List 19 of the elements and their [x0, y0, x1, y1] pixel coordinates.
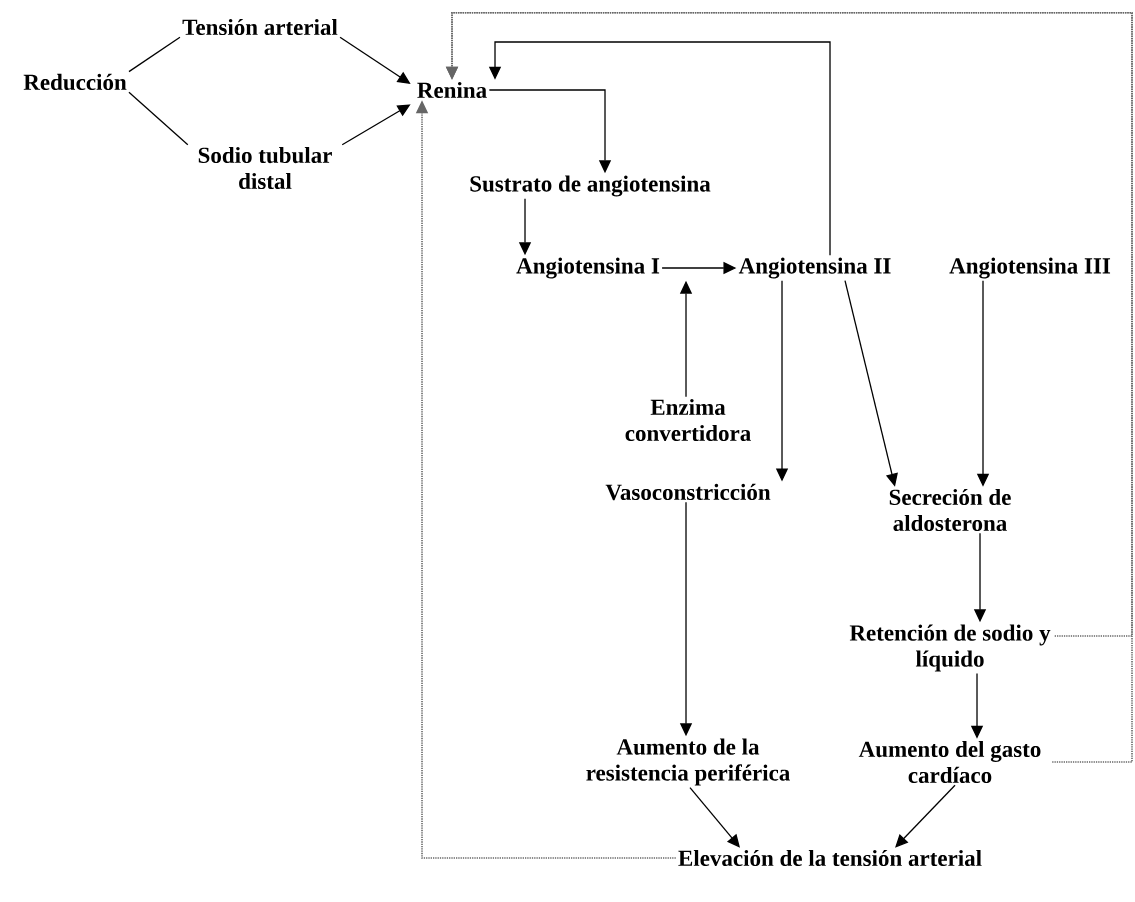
pathway-term: Retención de sodio y líquido [849, 624, 1051, 672]
pathway-term: Reducción [23, 73, 127, 91]
arrow [689, 786, 740, 848]
arrow [895, 784, 956, 848]
pathway-term: Secreción de aldosterona [889, 488, 1011, 532]
pathway-term: Angiotensina I [516, 257, 660, 279]
connector-line [128, 36, 181, 73]
pathway-term: Angiotensina II [738, 257, 891, 279]
pathway-term: Angiotensina III [949, 257, 1111, 279]
pathway-term: Sodio tubular distal [198, 146, 332, 190]
pathway-term: Renina [417, 81, 487, 99]
pathway-term: Enzima convertidora [625, 398, 751, 442]
pathway-term: Aumento del gasto cardíaco [858, 740, 1041, 784]
pathway-term: Aumento de la resistencia periférica [586, 738, 790, 786]
pathway-term: Elevación de la tensión arterial [678, 849, 982, 867]
pathway-term: Vasoconstricción [605, 483, 771, 501]
pathway-term: Tensión arterial [182, 18, 338, 36]
pathway-term: Sustrato de angiotensina [470, 175, 711, 197]
connector-line [128, 91, 189, 146]
